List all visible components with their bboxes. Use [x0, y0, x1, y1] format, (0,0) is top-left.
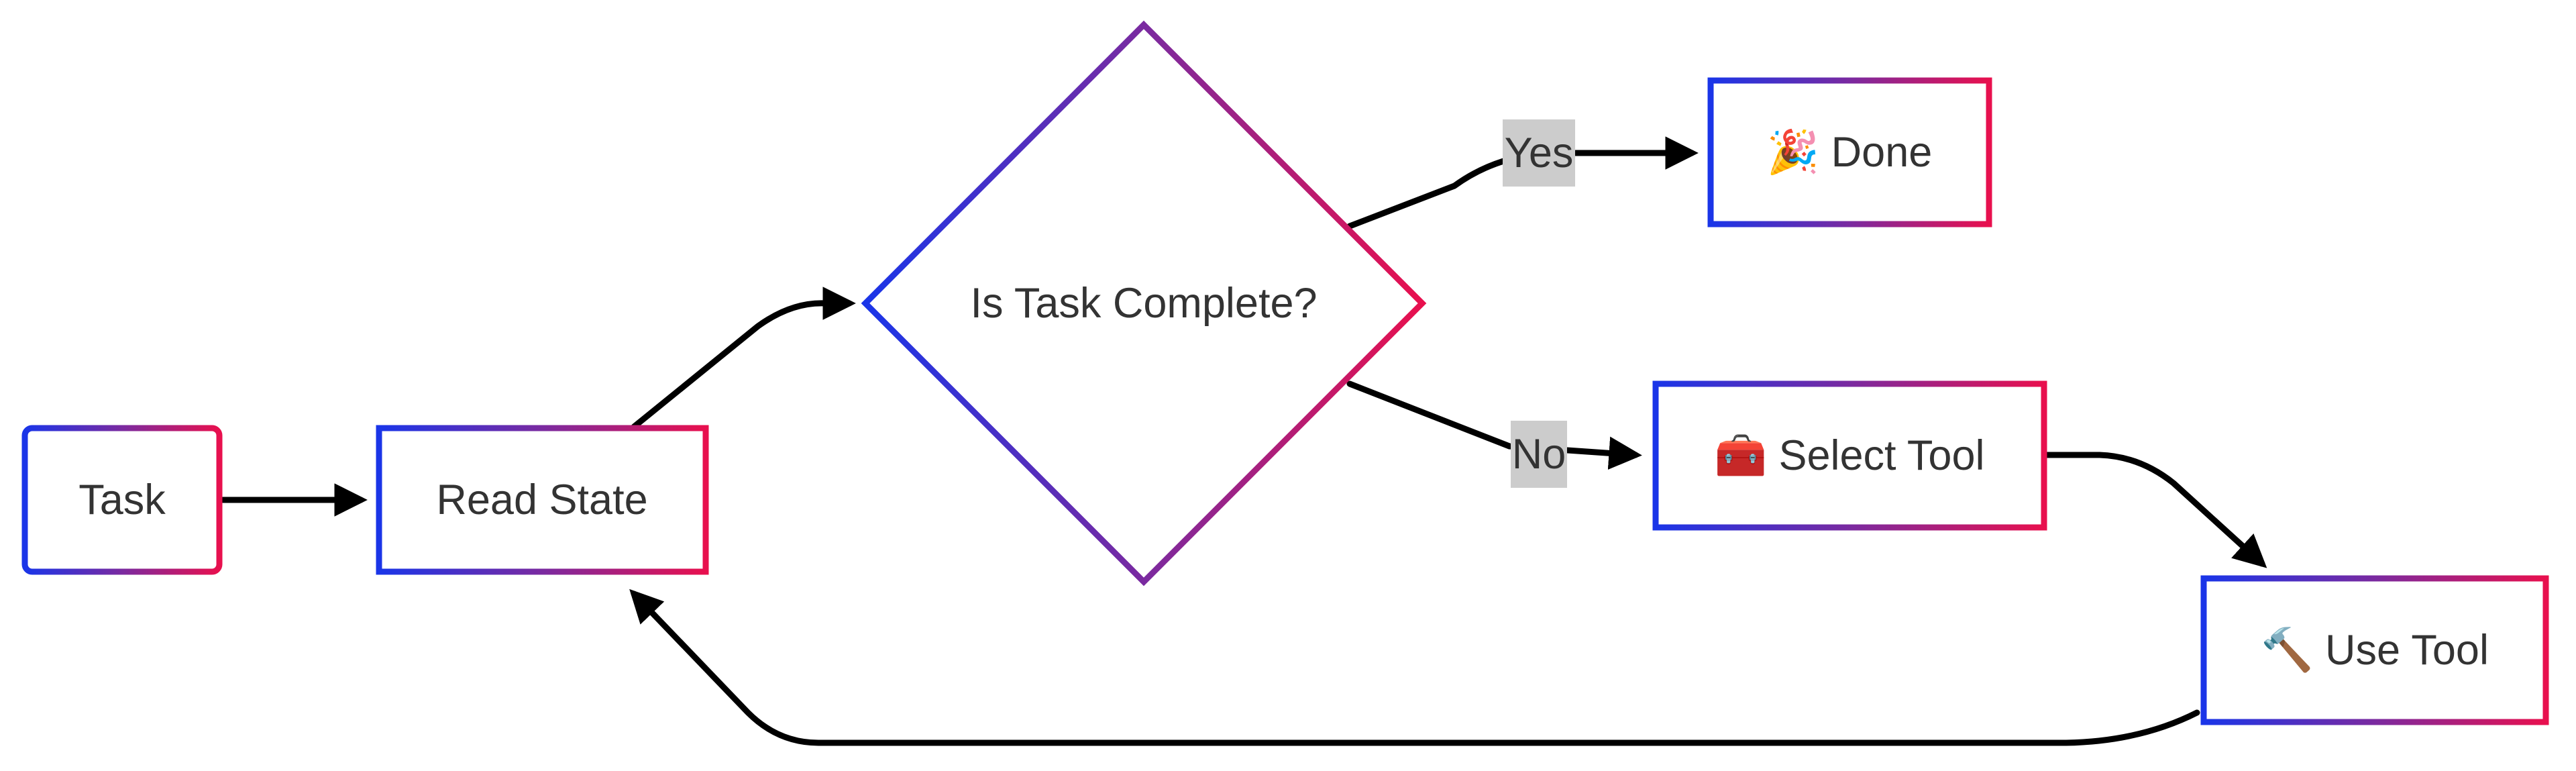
edge-label-no: No	[1511, 421, 1567, 488]
edge-select-tool-to-use-tool	[2041, 452, 2267, 568]
node-task[interactable]: Task	[21, 425, 223, 575]
edges	[219, 136, 2267, 746]
edge-label-no-text: No	[1512, 431, 1566, 478]
node-use-tool[interactable]: 🔨 Use Tool	[2200, 575, 2549, 725]
edge-label-yes: Yes	[1503, 119, 1575, 187]
edge-use-tool-to-read-state	[629, 588, 2200, 746]
node-done-label: 🎉 Done	[1767, 127, 1933, 177]
node-read-state-label: Read State	[436, 476, 647, 523]
node-task-box	[21, 425, 223, 575]
node-done[interactable]: 🎉 Done	[1707, 77, 1992, 227]
node-use-tool-box	[2200, 575, 2549, 725]
node-done-box	[1707, 77, 1992, 227]
node-use-tool-label: 🔨 Use Tool	[2261, 625, 2489, 674]
edge-label-no-background	[1511, 421, 1567, 488]
edge-label-yes-background	[1503, 119, 1575, 187]
edge-decision-to-select-tool	[1346, 380, 1642, 470]
node-select-tool-box	[1652, 380, 2047, 531]
node-task-label: Task	[78, 476, 166, 523]
node-decision[interactable]: Is Task Complete?	[861, 20, 1427, 586]
node-select-tool[interactable]: 🧰 Select Tool	[1652, 380, 2047, 531]
node-read-state[interactable]: Read State	[376, 425, 709, 575]
edge-label-yes-text: Yes	[1505, 130, 1574, 176]
node-read-state-box	[376, 425, 709, 575]
node-decision-diamond	[861, 20, 1427, 586]
node-select-tool-label: 🧰 Select Tool	[1715, 432, 1985, 479]
edge-read-state-to-decision	[631, 287, 856, 430]
node-decision-label: Is Task Complete?	[970, 280, 1317, 327]
